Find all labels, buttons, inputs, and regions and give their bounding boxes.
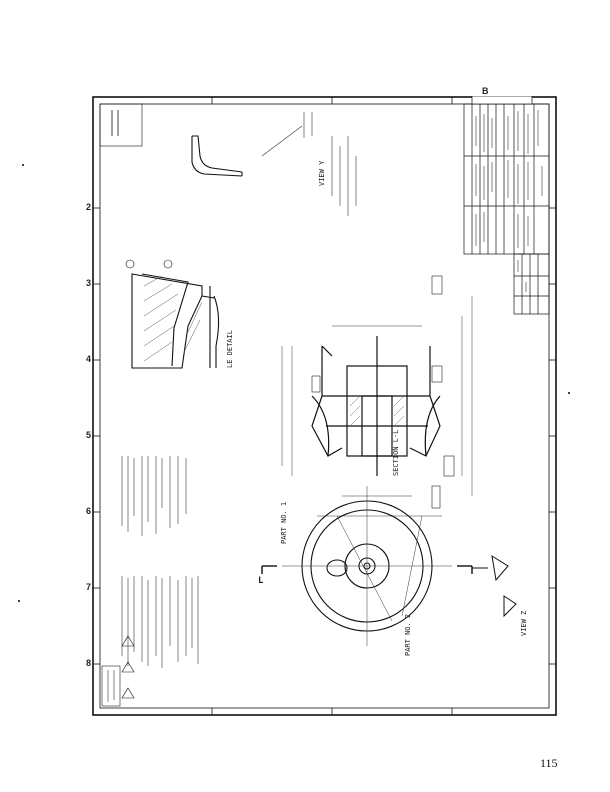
view-z-label: VIEW Z — [520, 610, 528, 636]
view-y-label: VIEW Y — [318, 160, 326, 186]
zone-number: 8 — [86, 658, 92, 668]
detail-scale-label: LE DETAIL — [226, 330, 234, 368]
technical-drawing — [92, 96, 557, 716]
section-label: SECTION L-L — [392, 429, 400, 476]
drawing-sheet: 2 3 4 5 6 7 8 B SECTION L-L VIEW Y LE DE… — [86, 86, 557, 716]
zone-number: 5 — [86, 430, 92, 440]
zone-number: 4 — [86, 354, 92, 364]
part-no-2-label: PART NO. 2 — [404, 613, 412, 656]
scan-speck — [18, 600, 20, 602]
scan-speck — [568, 392, 570, 394]
section-mark: L — [258, 576, 264, 586]
zone-number: 6 — [86, 506, 92, 516]
zone-number: 2 — [86, 202, 92, 212]
scan-speck — [22, 164, 24, 166]
page-number: 115 — [540, 756, 558, 770]
zone-letter: B — [482, 86, 489, 96]
zone-number: 7 — [86, 582, 92, 592]
zone-number: 3 — [86, 278, 92, 288]
part-no-1-label: PART NO. 1 — [280, 501, 288, 544]
